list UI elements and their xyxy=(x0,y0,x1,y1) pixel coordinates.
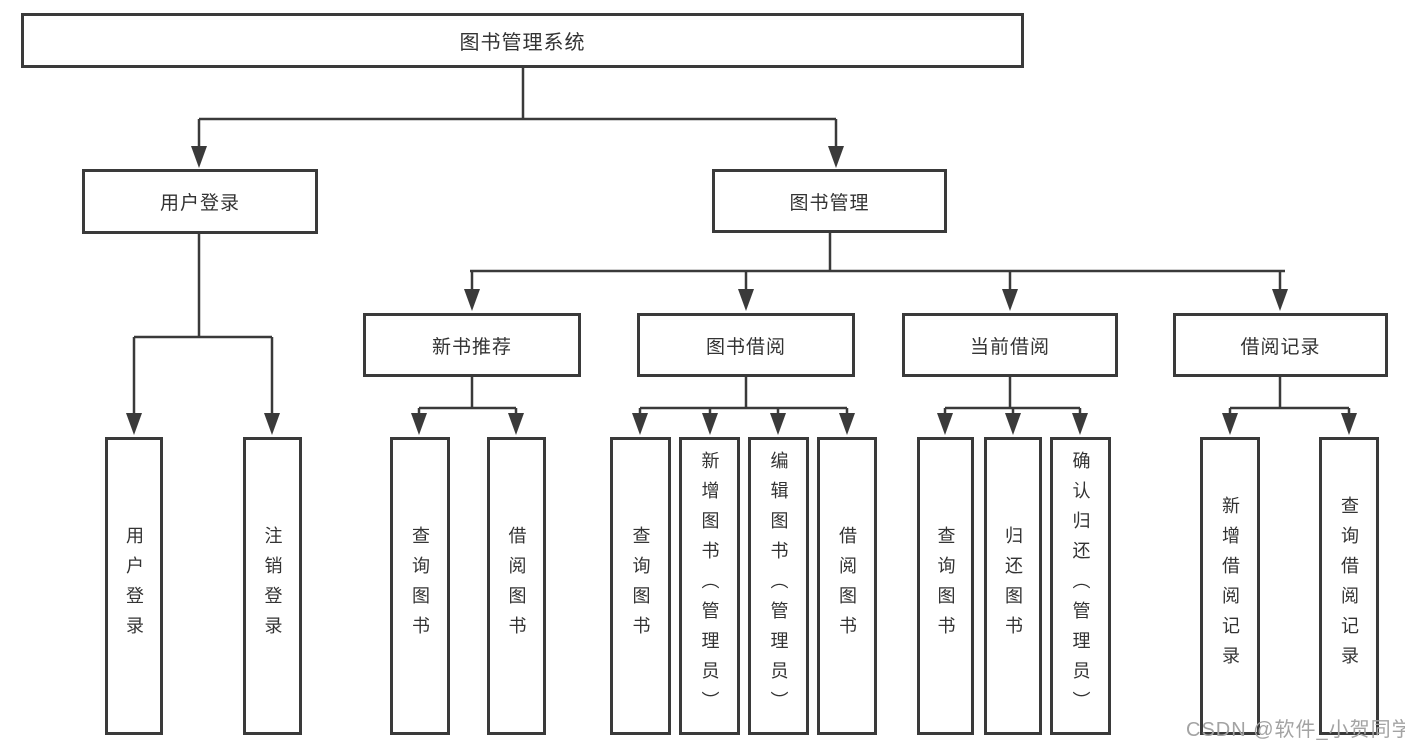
leaf-query-books-recommend: 查询图书 xyxy=(390,437,450,735)
leaf-edit-books-admin: 编辑图书（管理员） xyxy=(748,437,809,735)
leaf-borrow-books: 借阅图书 xyxy=(817,437,877,735)
node-current-borrow: 当前借阅 xyxy=(902,313,1118,377)
node-root: 图书管理系统 xyxy=(21,13,1024,68)
leaf-query-books-current: 查询图书 xyxy=(917,437,974,735)
arrowheads xyxy=(126,146,1357,435)
leaf-borrow-books-recommend: 借阅图书 xyxy=(487,437,546,735)
leaf-logout: 注销登录 xyxy=(243,437,302,735)
leaf-add-borrow-record: 新增借阅记录 xyxy=(1200,437,1260,735)
csdn-watermark: CSDN @软件_小贺同学 xyxy=(1186,719,1405,741)
node-new-book-recommend: 新书推荐 xyxy=(363,313,581,377)
node-borrow-records: 借阅记录 xyxy=(1173,313,1388,377)
leaf-confirm-return-admin: 确认归还（管理员） xyxy=(1050,437,1111,735)
leaf-query-borrow-record: 查询借阅记录 xyxy=(1319,437,1379,735)
node-book-borrow: 图书借阅 xyxy=(637,313,855,377)
leaf-user-login: 用户登录 xyxy=(105,437,163,735)
node-user-login: 用户登录 xyxy=(82,169,318,234)
leaf-return-books: 归还图书 xyxy=(984,437,1042,735)
node-book-management: 图书管理 xyxy=(712,169,947,233)
leaf-query-books-borrow: 查询图书 xyxy=(610,437,671,735)
leaf-add-books-admin: 新增图书（管理员） xyxy=(679,437,740,735)
